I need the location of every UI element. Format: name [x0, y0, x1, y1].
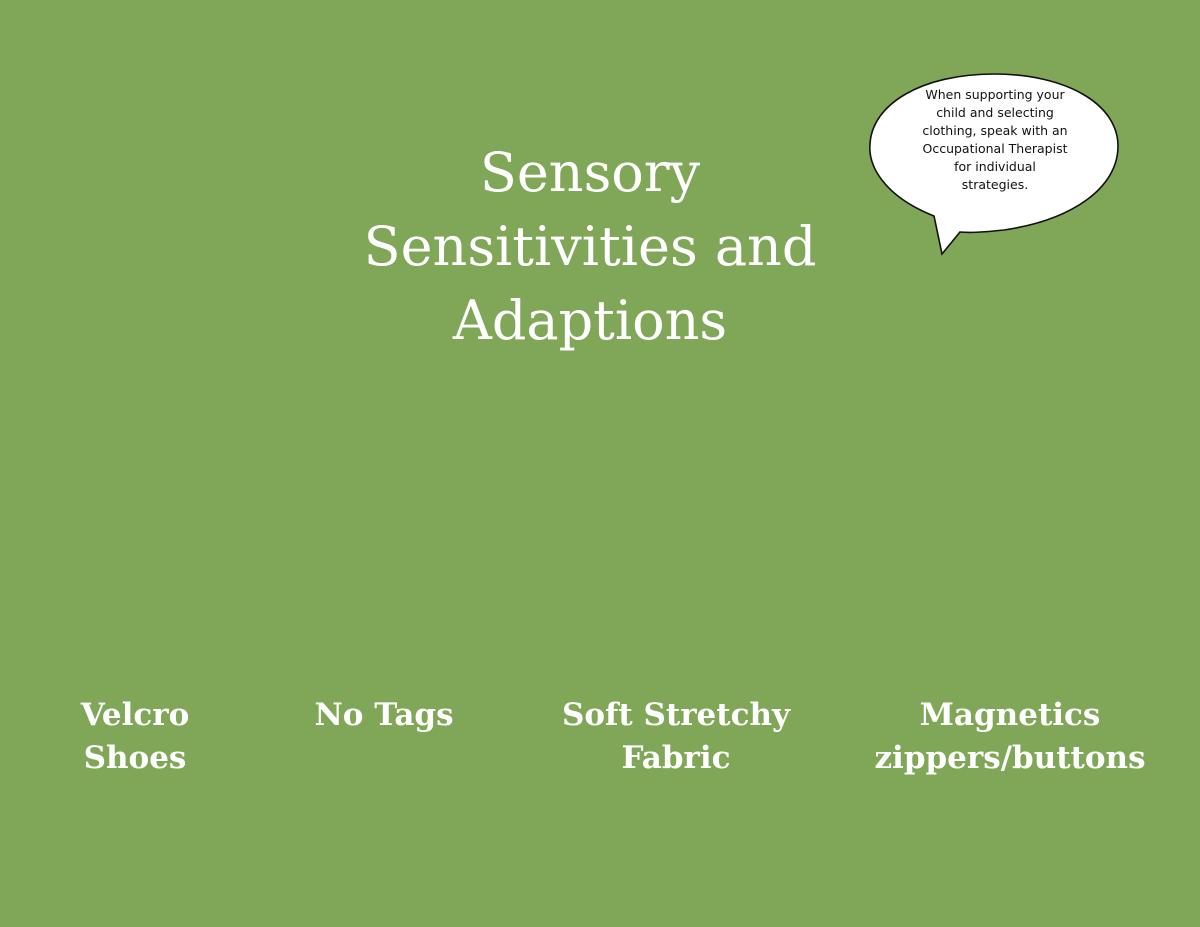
page-title: Sensory Sensitivities and Adaptions: [290, 136, 890, 358]
speech-bubble-line: for individual: [954, 159, 1036, 174]
speech-bubble-line: Occupational Therapist: [922, 141, 1068, 156]
speech-bubble-line: clothing, speak with an: [922, 123, 1068, 138]
feature-line: Magnetics: [919, 697, 1101, 733]
feature-soft-stretchy-fabric: Soft Stretchy Fabric: [531, 694, 821, 780]
feature-velcro-shoes: Velcro Shoes: [40, 694, 230, 780]
feature-line: Shoes: [83, 740, 187, 776]
feature-line: Velcro: [80, 697, 190, 733]
speech-bubble-line: child and selecting: [936, 105, 1054, 120]
feature-line: zippers/buttons: [874, 740, 1146, 776]
feature-magnetic-zippers-buttons: Magnetics zippers/buttons: [850, 694, 1170, 780]
page-title-line: Sensory: [479, 141, 701, 204]
speech-bubble-icon: [869, 73, 1119, 256]
speech-bubble: When supporting your child and selecting…: [866, 66, 1124, 262]
speech-bubble-text: When supporting your child and selecting…: [904, 86, 1086, 194]
page-title-line: Sensitivities and: [363, 215, 817, 278]
feature-line: Soft Stretchy: [561, 697, 791, 733]
speech-bubble-shape: [869, 73, 1119, 256]
page-title-line: Adaptions: [452, 289, 728, 352]
speech-bubble-line: When supporting your: [925, 87, 1065, 102]
feature-line: No Tags: [314, 697, 454, 733]
speech-bubble-line: strategies.: [961, 177, 1029, 192]
feature-line: Fabric: [621, 740, 731, 776]
feature-no-tags: No Tags: [284, 694, 484, 737]
